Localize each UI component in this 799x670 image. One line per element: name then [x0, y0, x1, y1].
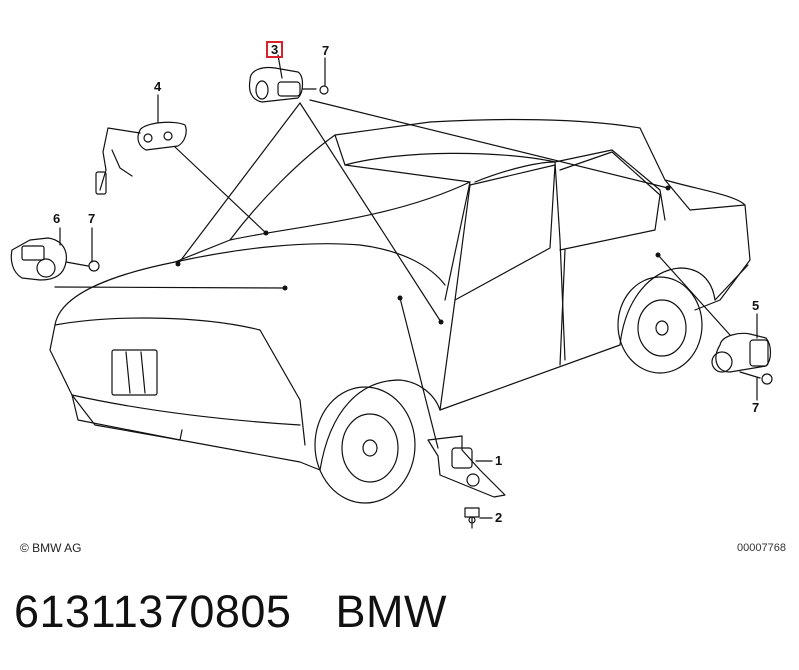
callout-3: 3: [266, 41, 284, 58]
part-1-bracket: [427, 435, 506, 498]
document-number: 00007768: [737, 542, 786, 554]
leader-dots: [175, 185, 671, 325]
callout-7-right: 7: [752, 400, 760, 415]
callout-5: 5: [752, 298, 760, 313]
part-4-switch-with-wire: [95, 121, 187, 195]
part-number: 61311370805: [14, 586, 292, 637]
callout-6: 6: [53, 211, 61, 226]
part-caption: 61311370805 BMW: [14, 586, 447, 638]
car-body: [49, 118, 751, 504]
parts-diagram: [10, 54, 773, 529]
leader-lines: [54, 54, 758, 519]
part-3-contact-switch: [248, 66, 329, 103]
part-5-switch: [711, 332, 773, 385]
part-2-screw: [464, 507, 480, 529]
callout-1: 1: [495, 453, 503, 468]
callout-7-top: 7: [322, 43, 330, 58]
callout-7-left: 7: [88, 211, 96, 226]
part-6-switch-holder: [10, 237, 100, 281]
callout-4: 4: [154, 79, 162, 94]
part-brand: BMW: [335, 586, 447, 637]
callout-2: 2: [495, 510, 503, 525]
copyright-text: © BMW AG: [20, 541, 82, 555]
